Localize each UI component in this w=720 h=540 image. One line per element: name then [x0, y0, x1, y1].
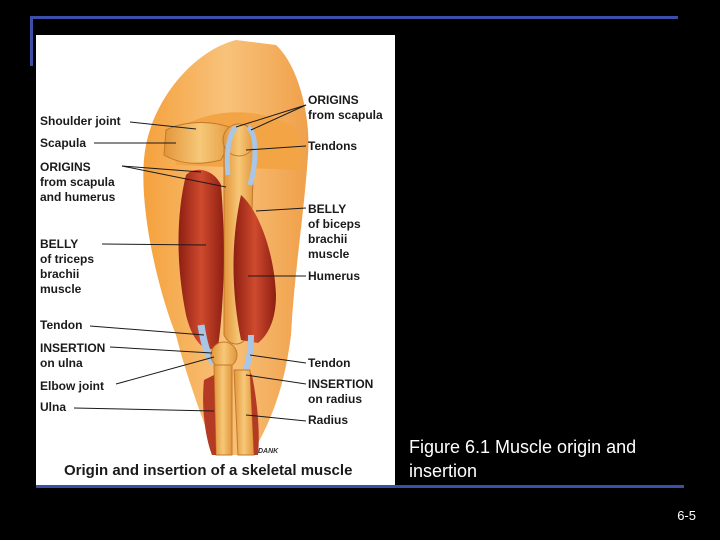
left-rule [30, 16, 33, 66]
leader-lines-left [73, 121, 227, 412]
forearm-muscle [203, 375, 216, 455]
biceps-belly [233, 195, 276, 343]
illustrator-signature: DANK [258, 448, 279, 455]
label-tendon-left: Tendon [40, 318, 83, 332]
label-belly-triceps: BELLY of triceps brachii muscle [40, 237, 95, 296]
label-origins-scapula: ORIGINS from scapula [308, 93, 383, 122]
label-ulna: Ulna [40, 400, 67, 414]
ulna [213, 364, 233, 456]
label-belly-biceps: BELLY of biceps brachii muscle [308, 202, 361, 261]
label-insertion-ulna: INSERTION on ulna [40, 341, 106, 370]
label-tendon-right: Tendon [308, 356, 351, 370]
bottom-rule [36, 485, 684, 488]
tendon-upper [224, 125, 258, 186]
label-scapula: Scapula [40, 136, 87, 150]
label-elbow-joint: Elbow joint [40, 379, 104, 393]
label-insertion-radius: INSERTION on radius [308, 377, 374, 406]
label-radius: Radius [308, 413, 349, 427]
slide-number: 6-5 [677, 508, 696, 523]
label-humerus: Humerus [308, 269, 361, 283]
label-shoulder-joint: Shoulder joint [40, 114, 121, 128]
triceps-belly [178, 169, 224, 350]
anatomy-figure: Shoulder joint Scapula ORIGINS from scap… [36, 35, 395, 485]
leader-lines-right [235, 104, 307, 422]
label-origins-scapula-humerus: ORIGINS from scapula and humerus [40, 160, 116, 204]
arm-illustration [73, 40, 309, 456]
figure-title: Origin and insertion of a skeletal muscl… [64, 462, 353, 479]
slide-caption: Figure 6.1 Muscle origin and insertion [409, 437, 637, 481]
label-tendons: Tendons [308, 139, 358, 153]
forearm-muscle-right [250, 373, 259, 455]
top-rule [30, 16, 678, 19]
